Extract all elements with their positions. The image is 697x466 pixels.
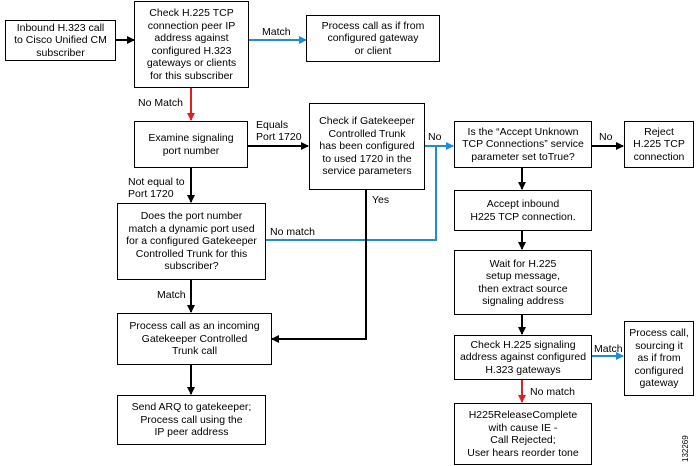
box-accept-unknown-param: Is the “Accept Unknown TCP Connections” …: [454, 121, 592, 168]
label-no-match-2: No match: [270, 226, 315, 238]
box-check-signaling-addr: Check H.225 signaling address against co…: [454, 335, 592, 380]
label-no-1: No: [428, 131, 442, 143]
box-inbound-call: Inbound H.323 call to Cisco Unified CM s…: [5, 20, 116, 61]
box-process-incoming-trunk: Process call as an incoming Gatekeeper C…: [117, 313, 272, 365]
box-release-complete: H225ReleaseComplete with cause IE - Call…: [454, 403, 592, 465]
box-examine-port: Examine signaling port number: [134, 121, 248, 168]
label-no-match-3: No match: [530, 386, 575, 398]
label-match-3: Match: [594, 343, 623, 355]
box-process-sourcing-gateway: Process call, sourcing it as if from con…: [624, 321, 694, 396]
arrow-trunk-yes-to-incoming: [271, 190, 367, 343]
box-send-arq: Send ARQ to gatekeeper; Process call usi…: [117, 395, 266, 445]
box-process-as-gateway: Process call as if from configured gatew…: [306, 15, 440, 62]
label-no-match-1: No Match: [138, 97, 183, 109]
arrow-dynamic-nomatch-to-accept-unknown: [265, 146, 437, 241]
figure-id: 132269: [681, 435, 690, 462]
label-no-2: No: [599, 131, 613, 143]
label-match-1: Match: [262, 26, 291, 38]
box-check-gatekeeper-trunk: Check if Gatekeeper Controlled Trunk has…: [309, 103, 425, 190]
box-check-h225-peer: Check H.225 TCP connection peer IP addre…: [134, 1, 249, 88]
label-match-2: Match: [157, 289, 186, 301]
label-not-equal-1720: Not equal to Port 1720: [128, 176, 185, 200]
box-accept-inbound: Accept inbound H225 TCP connection.: [454, 190, 592, 231]
box-dynamic-port-match: Does the port number match a dynamic por…: [117, 203, 266, 280]
box-wait-setup: Wait for H.225 setup message, then extra…: [454, 250, 592, 315]
label-equals-1720: Equals Port 1720: [256, 119, 302, 143]
label-yes-1: Yes: [372, 194, 390, 206]
box-reject-connection: Reject H.225 TCP connection: [624, 121, 694, 168]
